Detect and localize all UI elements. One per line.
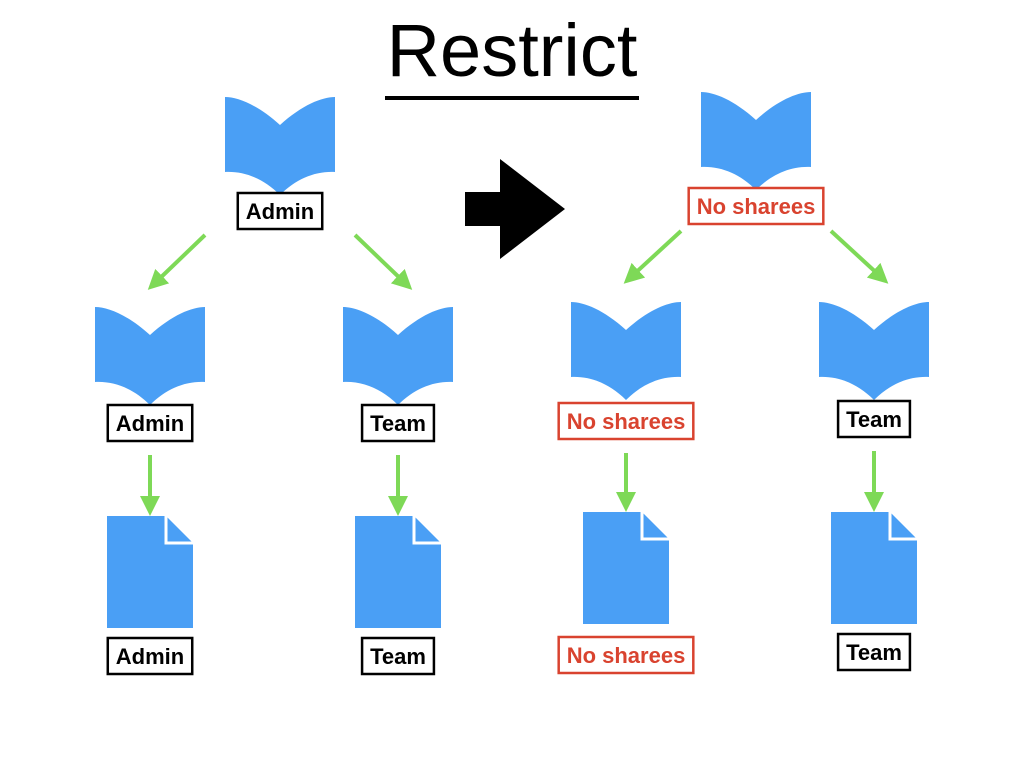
before-child-2-document-icon (355, 516, 441, 628)
before-child-1-file-label-text: Admin (116, 644, 184, 669)
before-root-label: Admin (236, 191, 324, 231)
before-child-1-book-icon-left-page (95, 307, 150, 405)
after-child-1-folder-label-text: No sharees (567, 409, 686, 434)
after-child-2-book-icon (819, 302, 929, 400)
before-root-label-text: Admin (246, 199, 314, 224)
before-child-2-folder-label: Team (360, 403, 436, 443)
after-child-1-document-icon-fold (640, 512, 669, 541)
after-child-2-folder-label-text: Team (846, 407, 902, 432)
before-child-1-folder-label: Admin (106, 403, 194, 443)
before-child-2-book-icon (343, 307, 453, 405)
before-child-1-document-icon (107, 516, 193, 628)
before-root-book-icon-right-page (280, 97, 335, 195)
after-root-label-text: No sharees (697, 194, 816, 219)
after-child-2-book-icon-left-page (819, 302, 874, 400)
before-child-1-book-icon (95, 307, 205, 405)
before-child-1-folder-label-text: Admin (116, 411, 184, 436)
before-child-2-folder-label-box (360, 403, 436, 443)
after-root-book-icon-left-page (701, 92, 756, 190)
before-child-1-folder-label-box (106, 403, 194, 443)
after-child-2-file-label-box (836, 632, 912, 672)
before-child-1-document-icon-sheet (107, 516, 193, 628)
after-root-connector-1 (623, 229, 683, 284)
after-child-1-file-label-box (557, 635, 695, 675)
before-child-1-book-icon-right-page (150, 307, 205, 405)
before-root-connector-2 (353, 233, 413, 290)
after-child-2-file-label: Team (836, 632, 912, 672)
after-child-1-book-icon-left-page (571, 302, 626, 400)
after-child-1-document-icon (583, 512, 669, 624)
before-root-book-icon-left-page (225, 97, 280, 195)
before-child-2-document-icon-sheet (355, 516, 441, 628)
right-arrow-icon (465, 159, 565, 259)
before-root-connector-1 (147, 233, 207, 290)
transition-layer (465, 159, 565, 259)
after-root-book-icon (701, 92, 811, 190)
before-child-1-document-icon-fold (164, 516, 193, 545)
before-child-1-file-label-box (106, 636, 194, 676)
before-root-book-icon (225, 97, 335, 195)
before-child-2-file-label-box (360, 636, 436, 676)
before-child-2-file-label: Team (360, 636, 436, 676)
before-child-2-book-icon-right-page (398, 307, 453, 405)
before-child-2-book-icon-left-page (343, 307, 398, 405)
after-child-1-file-label-text: No sharees (567, 643, 686, 668)
after-child-1-file-label: No sharees (557, 635, 695, 675)
after-child-2-book-icon-right-page (874, 302, 929, 400)
after-child-2-folder-label: Team (836, 399, 912, 439)
after-root-label-box (687, 186, 825, 226)
slide-title: Restrict (0, 14, 1024, 100)
after-root-connector-2 (829, 229, 889, 284)
after-child-1-document-icon-sheet (583, 512, 669, 624)
before-child-2-folder-label-text: Team (370, 411, 426, 436)
after-root-book-icon-right-page (756, 92, 811, 190)
before-child-1-file-label: Admin (106, 636, 194, 676)
after-child-2-document-icon (831, 512, 917, 624)
after-child-2-document-icon-fold (888, 512, 917, 541)
before-root-label-box (236, 191, 324, 231)
after-child-1-folder-label-box (557, 401, 695, 441)
before-child-2-file-label-text: Team (370, 644, 426, 669)
after-child-2-folder-label-box (836, 399, 912, 439)
after-child-1-book-icon (571, 302, 681, 400)
after-child-2-file-label-text: Team (846, 640, 902, 665)
after-child-2-document-icon-sheet (831, 512, 917, 624)
connectors-layer (140, 229, 889, 516)
before-child-2-document-icon-fold (412, 516, 441, 545)
after-child-1-folder-label: No sharees (557, 401, 695, 441)
after-child-1-book-icon-right-page (626, 302, 681, 400)
after-root-label: No sharees (687, 186, 825, 226)
